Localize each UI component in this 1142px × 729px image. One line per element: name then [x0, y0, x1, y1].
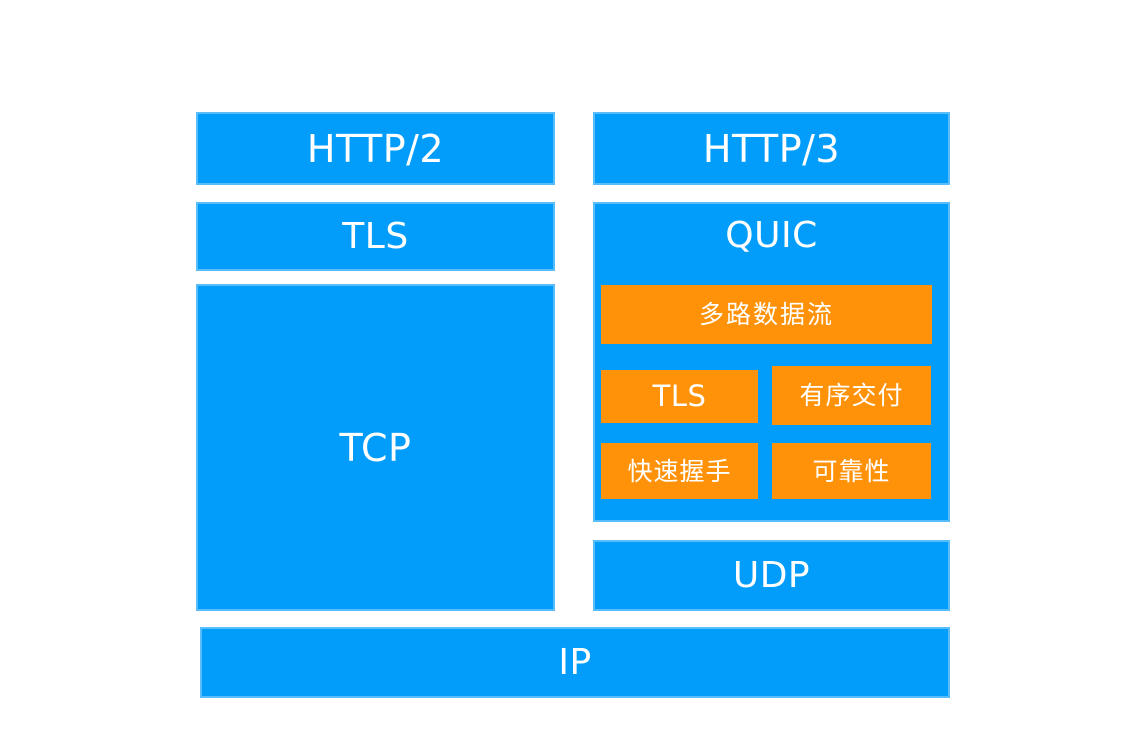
layer-label-tcp: TCP: [339, 425, 412, 470]
quic-feature-label-ordered-delivery: 有序交付: [799, 381, 904, 410]
layer-box-tcp: TCP: [196, 284, 555, 611]
quic-feature-fast-handshake: 快速握手: [601, 443, 758, 499]
layer-box-http2: HTTP/2: [196, 112, 555, 185]
quic-feature-multiplexed-streams: 多路数据流: [601, 285, 932, 344]
quic-feature-label-fast-handshake: 快速握手: [627, 456, 732, 486]
quic-feature-ordered-delivery: 有序交付: [772, 366, 931, 425]
layer-label-http3: HTTP/3: [702, 126, 841, 171]
quic-feature-tls: TLS: [601, 370, 758, 423]
layer-box-ip: IP: [200, 627, 950, 698]
layer-label-http2: HTTP/2: [306, 126, 445, 171]
quic-feature-label-tls: TLS: [652, 379, 707, 413]
layer-label-tls: TLS: [342, 215, 409, 257]
layer-label-ip: IP: [558, 641, 592, 683]
quic-feature-label-reliability: 可靠性: [812, 456, 891, 486]
quic-feature-reliability: 可靠性: [772, 443, 931, 499]
layer-box-udp: UDP: [593, 540, 950, 611]
layer-label-quic: QUIC: [725, 215, 818, 256]
quic-feature-label-multiplexed-streams: 多路数据流: [698, 300, 834, 329]
layer-box-http3: HTTP/3: [593, 112, 950, 185]
layer-box-tls: TLS: [196, 202, 555, 271]
layer-label-udp: UDP: [732, 554, 811, 596]
quic-label-wrapper: QUIC: [595, 218, 948, 254]
